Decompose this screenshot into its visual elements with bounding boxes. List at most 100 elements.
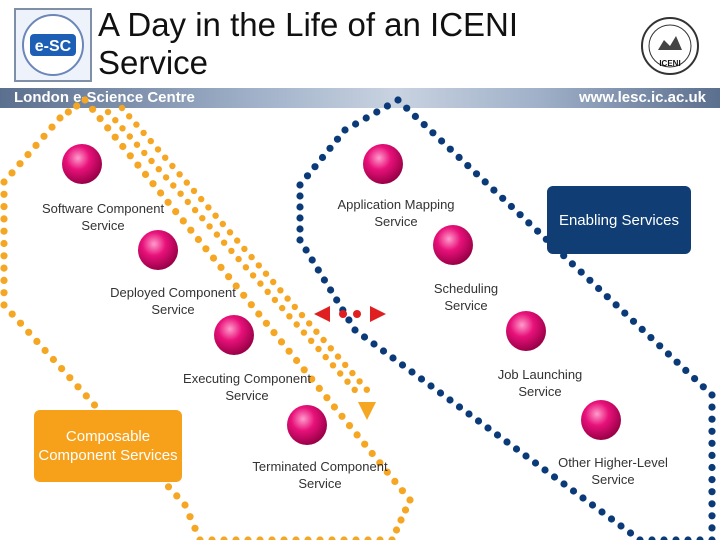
blue-dot [708, 451, 716, 459]
executing-component-label: Executing Component Service [183, 371, 311, 403]
arrow-dot [298, 311, 306, 319]
orange-dot [225, 273, 233, 281]
blue-dot [333, 135, 342, 143]
orange-dot [208, 536, 216, 540]
orange-dot [0, 264, 8, 272]
blue-dot [481, 178, 489, 186]
application-mapping-label: Application Mapping Service [337, 197, 455, 229]
other-higher-level-label: Other Higher-Level Service [558, 455, 668, 487]
blue-dot [607, 515, 616, 523]
blue-dot [708, 403, 716, 411]
arrow-dot [363, 386, 370, 393]
arrow-dot [300, 329, 308, 336]
arrow-dot [169, 162, 176, 170]
lesc-logo: e-SC [14, 8, 92, 82]
blue-dot [455, 403, 464, 411]
orange-dot [330, 403, 338, 411]
orange-dot [187, 226, 195, 234]
orange-dot [391, 477, 399, 485]
red-arrowhead-left [314, 306, 330, 322]
arrow-dot [313, 328, 320, 335]
arrow-dot [184, 198, 191, 206]
blue-dot [326, 144, 334, 152]
service-node [214, 315, 254, 355]
lesc-logo-text: e-SC [35, 38, 72, 55]
arrow-dot [286, 313, 293, 320]
arrow-dot [176, 171, 183, 178]
orange-dot [202, 245, 210, 253]
blue-dot [373, 108, 381, 116]
blue-dot [379, 347, 388, 355]
blue-dot [660, 536, 668, 540]
iceni-logo-text: ICENI [659, 59, 680, 68]
orange-dot [119, 142, 127, 151]
blue-dot [370, 340, 378, 348]
orange-dot [0, 301, 8, 309]
arrow-dot [126, 113, 133, 120]
arrow-dot [228, 247, 235, 255]
blue-dot [360, 333, 369, 341]
orange-dot [368, 449, 376, 458]
orange-dot [181, 501, 189, 509]
orange-dot [361, 440, 369, 448]
blue-dot [588, 501, 597, 509]
blue-dot [389, 354, 397, 362]
arrow-dot [148, 157, 155, 165]
orange-dot [217, 263, 225, 271]
orange-dot [32, 141, 40, 149]
blue-dot [296, 192, 304, 200]
blue-dot [708, 476, 716, 484]
orange-dot [220, 536, 228, 540]
arrow-dot [104, 108, 112, 116]
orange-dot [191, 524, 199, 532]
blue-dot [464, 162, 472, 170]
orange-dot [340, 536, 348, 540]
blue-dot [474, 417, 483, 425]
band-right-link[interactable]: www.lesc.ic.ac.uk [578, 89, 706, 106]
arrow-dot [133, 121, 140, 128]
orange-dot [74, 383, 82, 391]
arrow-dot [277, 287, 284, 294]
orange-dot [66, 374, 74, 382]
blue-dot [699, 383, 707, 391]
orange-dot [293, 356, 301, 365]
orange-dot [316, 536, 324, 540]
arrow-dot [199, 215, 206, 222]
orange-dot [285, 347, 293, 355]
arrow-dot [279, 304, 286, 312]
orange-dot [383, 468, 391, 476]
arrow-dot [126, 133, 133, 140]
blue-dot [598, 508, 606, 516]
arrow-dot [293, 321, 300, 328]
arrow-dot [141, 149, 148, 157]
lifecycle-arrow-path [104, 104, 370, 393]
orange-dot [186, 513, 194, 521]
arrow-dot [257, 280, 264, 287]
blue-dot [507, 202, 515, 211]
arrow-dot [329, 362, 337, 369]
orange-dot [353, 431, 361, 439]
bidirectional-red-arrow [314, 306, 386, 322]
orange-dot [25, 328, 33, 336]
arrow-dot [255, 262, 262, 269]
blue-dot [621, 309, 629, 317]
blue-dot [320, 276, 328, 284]
arrow-dot [284, 295, 291, 302]
orange-dot [0, 289, 8, 297]
blue-dot [296, 181, 304, 189]
blue-dot [708, 488, 716, 496]
orange-dot [0, 252, 8, 260]
scheduling-label: Scheduling Service [433, 281, 499, 313]
blue-dot [638, 325, 646, 333]
deployed-component-label: Deployed Component Service [110, 285, 236, 317]
orange-dot [164, 483, 173, 491]
blue-dot [691, 375, 699, 383]
arrow-dot [351, 386, 358, 393]
blue-dot [351, 326, 359, 334]
orange-dot [179, 217, 187, 225]
blue-dot [503, 438, 511, 446]
band-left-text: London e-Science Centre [14, 89, 195, 106]
blue-dot [682, 366, 690, 374]
arrow-dot [154, 146, 162, 153]
orange-dot [82, 392, 90, 400]
